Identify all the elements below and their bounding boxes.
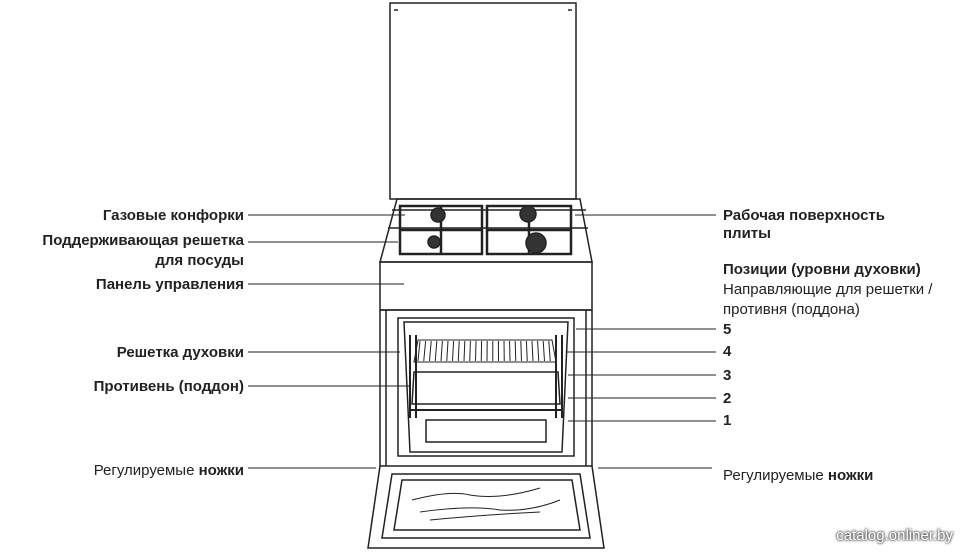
watermark: catalog.onliner.by xyxy=(836,527,953,544)
oven-cavity xyxy=(397,317,575,457)
oven-door xyxy=(367,465,605,549)
label-support-grid-line1: Поддерживающая решетка xyxy=(42,232,244,249)
label-adjustable-feet-right: Регулируемые ножки xyxy=(723,466,873,485)
baking-tray-drawing xyxy=(410,371,562,411)
oven-rack-drawing xyxy=(413,339,557,363)
level-3: 3 xyxy=(723,367,732,384)
label-gas-burners: Газовые конфорки xyxy=(102,207,244,224)
label-positions-title: Позиции (уровни духовки) xyxy=(723,261,921,278)
label-support-grid-line2: для посуды xyxy=(155,252,244,269)
label-guides-line1: Направляющие для решетки / xyxy=(723,281,933,298)
feet-right-regular: Регулируемые xyxy=(723,467,824,484)
label-oven-rack: Решетка духовки xyxy=(116,344,244,361)
level-4: 4 xyxy=(723,343,732,360)
side-guides xyxy=(409,335,563,418)
label-work-surface-line1: Рабочая поверхность xyxy=(723,207,886,224)
label-adjustable-feet-left: Регулируемые ножки xyxy=(94,461,244,480)
lid xyxy=(389,2,577,200)
rack-bars xyxy=(417,340,551,362)
label-guides-line2: противня (поддона) xyxy=(723,301,860,318)
feet-right-bold: ножки xyxy=(827,467,874,484)
level-5: 5 xyxy=(723,321,732,338)
stove-body xyxy=(379,310,593,466)
callout-lines xyxy=(248,214,716,469)
level-2: 2 xyxy=(723,390,732,407)
feet-left-regular: Регулируемые xyxy=(93,462,195,479)
label-control-panel: Панель управления xyxy=(95,276,244,293)
oven-bottom xyxy=(425,419,547,443)
feet-left-bold: ножки xyxy=(198,462,244,479)
level-1: 1 xyxy=(723,412,732,429)
label-work-surface-line2: плиты xyxy=(723,225,771,242)
label-baking-tray: Противень (поддон) xyxy=(93,378,244,395)
burners xyxy=(427,205,547,254)
